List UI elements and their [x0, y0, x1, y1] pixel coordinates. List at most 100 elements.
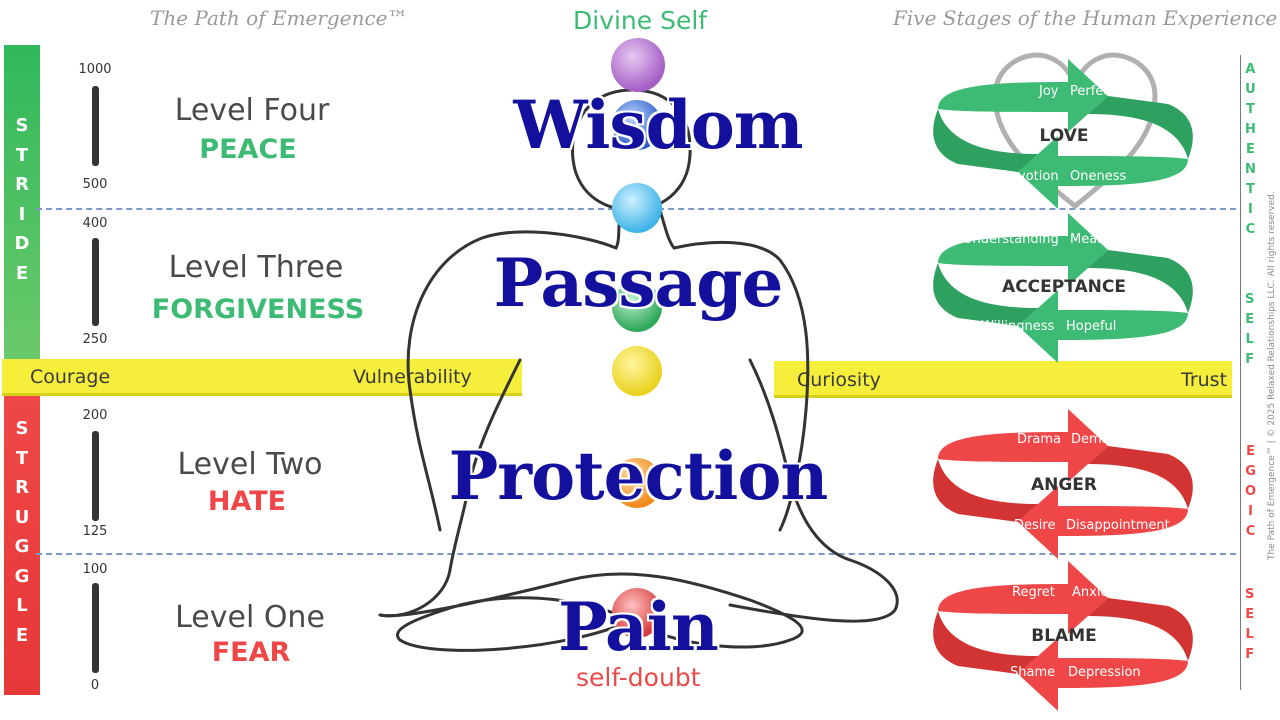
scale-line-2 [92, 431, 99, 521]
third-eye-chakra-icon [612, 100, 662, 150]
level-four-word: PEACE [199, 134, 297, 165]
anger-drama: Drama [1017, 432, 1061, 447]
blame-depression: Depression [1068, 665, 1141, 680]
egoic-self-letter: S [1245, 587, 1255, 602]
stride-letter: T [15, 144, 29, 166]
egoic-letter: E [1246, 444, 1255, 459]
authentic-letter: U [1245, 82, 1256, 97]
band-right [774, 361, 1232, 398]
struggle-letter: G [14, 536, 30, 557]
authentic-letter: T [1246, 182, 1255, 197]
scale-top-4: 1000 [78, 62, 112, 77]
blame-regret: Regret [1012, 585, 1055, 600]
level-two-word: HATE [207, 486, 287, 517]
acceptance-understanding: Understanding [963, 232, 1059, 247]
love-center: LOVE [1039, 126, 1089, 146]
blame-shame: Shame [1010, 665, 1056, 680]
protection-heading: Protection [448, 437, 829, 515]
love-cycle-arrows [933, 59, 1193, 209]
right-title: Five Stages of the Human Experience [893, 6, 1278, 30]
acceptance-willingness: Willingness [981, 319, 1055, 334]
anger-cycle-arrows [933, 409, 1193, 559]
stride-letter: S [15, 115, 29, 136]
love-perfect: Perfect [1070, 84, 1116, 99]
struggle-letter: G [14, 565, 30, 587]
egoic-letter: G [1245, 464, 1256, 479]
struggle-letter: U [14, 506, 30, 528]
sacral-chakra-icon [612, 458, 662, 508]
passage-heading: Passage [493, 244, 784, 322]
authentic-self-letter: S [1245, 292, 1255, 307]
authentic-self-letter: L [1245, 332, 1254, 347]
band-curiosity: Curiosity [797, 369, 881, 391]
blame-center: BLAME [1031, 626, 1097, 646]
scale-line-4 [92, 86, 99, 166]
acceptance-center: ACCEPTANCE [1002, 277, 1126, 297]
authentic-self-letter: F [1245, 352, 1255, 367]
left-title: The Path of Emergence™ [150, 6, 408, 30]
divider-level-two-one [36, 553, 1236, 555]
acceptance-meaningful: Meaningful [1070, 232, 1142, 247]
band-trust: Trust [1181, 369, 1228, 391]
egoic-self-letter: F [1245, 647, 1255, 662]
solar-plexus-chakra-icon [612, 346, 662, 396]
struggle-letter: R [15, 477, 29, 498]
blame-anxiety: Anxiety [1072, 585, 1122, 600]
right-side-rule [1240, 55, 1241, 690]
authentic-self-letter: E [1245, 312, 1255, 327]
stride-letter: I [18, 203, 26, 225]
authentic-letter: N [1245, 162, 1256, 177]
authentic-letter: T [1246, 102, 1255, 117]
authentic-letter: A [1245, 62, 1256, 77]
scale-top-2: 200 [82, 408, 108, 423]
love-oneness: Oneness [1070, 169, 1127, 184]
crown-chakra-icon [611, 38, 665, 92]
throat-chakra-icon [612, 183, 662, 233]
copyright-notice: The Path of Emergence™ | © 2025 Relaxed … [1267, 191, 1277, 560]
egoic-letter: C [1245, 524, 1256, 539]
divine-self-label: Divine Self [573, 6, 708, 35]
struggle-letter: E [15, 624, 29, 646]
egoic-letter: O [1245, 484, 1257, 499]
scale-bottom-3: 250 [82, 332, 108, 347]
stride-letter: E [15, 262, 29, 284]
acceptance-cycle-arrows [933, 213, 1193, 363]
love-devotion: Devotion [1000, 169, 1059, 184]
stride-letter: R [15, 174, 29, 195]
level-three-word: FORGIVENESS [151, 294, 365, 325]
authentic-letter: E [1246, 142, 1255, 157]
band-vulnerability: Vulnerability [353, 366, 472, 388]
anger-center: ANGER [1030, 475, 1098, 495]
love-joy: Joy [1039, 84, 1059, 99]
scale-top-1: 100 [82, 562, 108, 577]
authentic-letter: H [1245, 122, 1256, 137]
level-four-title: Level Four [174, 93, 330, 128]
egoic-self-letter: L [1245, 627, 1254, 642]
level-one-word: FEAR [211, 637, 291, 668]
authentic-letter: C [1245, 222, 1256, 237]
band-left [2, 359, 522, 396]
scale-bottom-2: 125 [82, 524, 108, 539]
band-courage: Courage [30, 366, 111, 388]
wisdom-heading: Wisdom [513, 86, 803, 164]
level-three-title: Level Three [168, 250, 344, 285]
scale-line-1 [92, 583, 99, 673]
struggle-letter: L [16, 595, 28, 616]
pain-heading: Pain [558, 588, 719, 666]
authentic-letter: I [1248, 202, 1253, 217]
anger-desire: Desire [1014, 518, 1056, 533]
self-doubt-label: self-doubt [576, 663, 701, 692]
level-one-title: Level One [175, 600, 325, 635]
blame-cycle-arrows [933, 561, 1193, 711]
root-chakra-icon [612, 588, 662, 638]
stride-letter: D [14, 233, 30, 254]
scale-bottom-1: 0 [90, 678, 100, 693]
